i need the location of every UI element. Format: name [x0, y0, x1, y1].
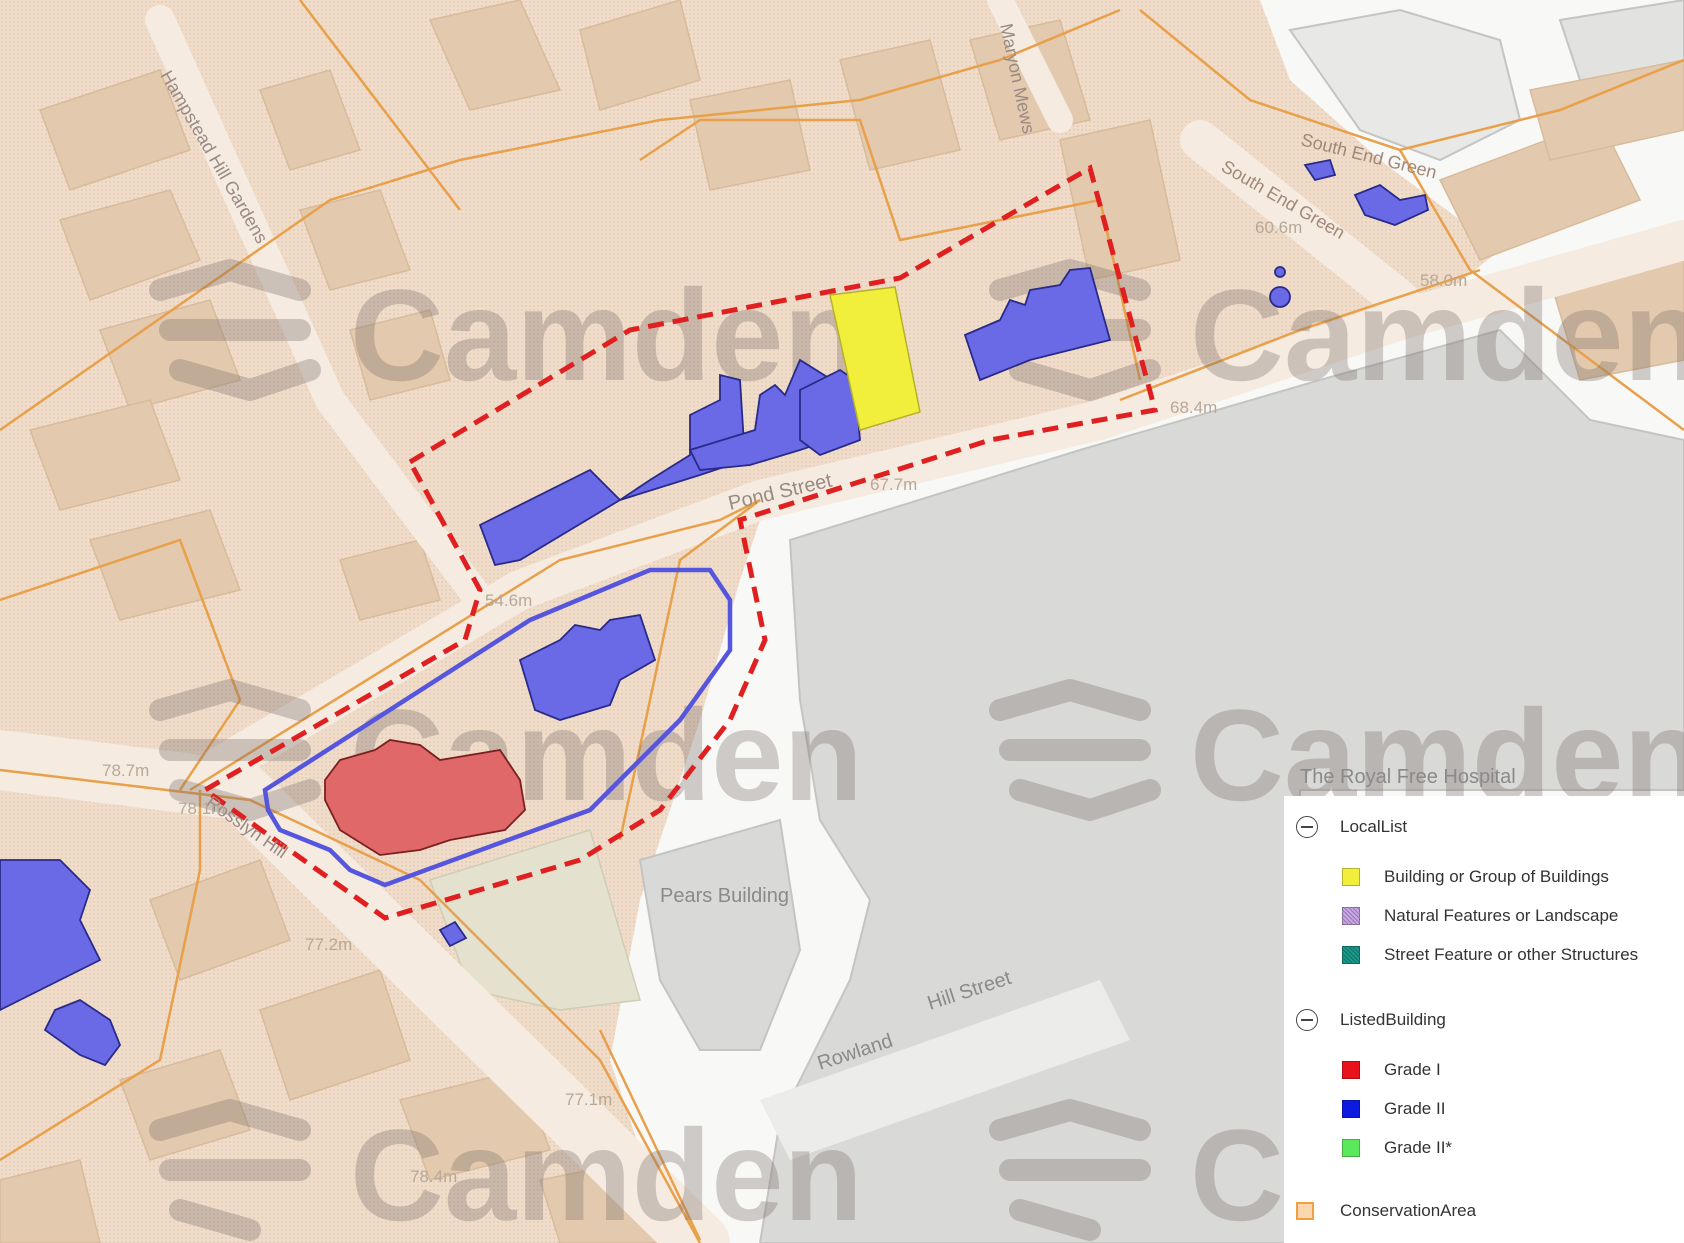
collapse-icon[interactable] — [1296, 816, 1318, 838]
legend-item-label: Building or Group of Buildings — [1384, 867, 1609, 886]
spot-heights: 54.6m 78.7m 77.2m 77.1m 78.4m 60.6m 58.0… — [102, 218, 1467, 1186]
legend-item-label: Grade I — [1384, 1060, 1441, 1079]
legend-item-conservation-area: ConservationArea — [1296, 1201, 1476, 1221]
legend-swatch — [1296, 1202, 1314, 1220]
legend-item: Building or Group of Buildings — [1342, 867, 1609, 887]
spot-height: 67.7m — [870, 475, 917, 494]
spot-height: 78.4m — [410, 1167, 457, 1186]
legend-swatch — [1342, 1139, 1360, 1157]
legend-item: Street Feature or other Structures — [1342, 945, 1638, 965]
map-legend: LocalList Building or Group of Buildings… — [1284, 796, 1684, 1243]
rowland-hill-street — [760, 980, 1130, 1160]
place-labels: The Royal Free Hospital Pears Building — [660, 766, 1516, 907]
place-label-royal-free: The Royal Free Hospital — [1300, 766, 1516, 788]
place-label-pears-building: Pears Building — [660, 885, 789, 907]
legend-group-title: LocalList — [1340, 817, 1408, 836]
listed-curtilage-boundary — [262, 567, 733, 888]
watermark-text: Camden — [350, 262, 863, 408]
legend-item-label: Natural Features or Landscape — [1384, 906, 1619, 925]
listed-buildings-grade-ii[interactable] — [0, 158, 1430, 1067]
collapse-icon[interactable] — [1296, 1009, 1318, 1031]
spot-height: 77.1m — [565, 1090, 612, 1109]
legend-item: Grade I — [1342, 1060, 1441, 1080]
legend-item: Grade II* — [1342, 1138, 1452, 1158]
legend-item: Natural Features or Landscape — [1342, 906, 1618, 926]
hospital-buildings — [638, 0, 1684, 1243]
spot-height: 54.6m — [485, 591, 532, 610]
spot-height: 78.1m — [178, 799, 225, 818]
legend-item-label: Street Feature or other Structures — [1384, 945, 1639, 964]
spot-height: 58.0m — [1420, 271, 1467, 290]
legend-swatch — [1342, 946, 1360, 964]
legend-item: Grade II — [1342, 1099, 1445, 1119]
listed-building-grade-i[interactable] — [324, 739, 526, 856]
spot-height: 78.7m — [102, 761, 149, 780]
legend-item-label: Grade II* — [1384, 1138, 1453, 1157]
spot-height: 77.2m — [305, 935, 352, 954]
legend-group-title: ListedBuilding — [1340, 1010, 1446, 1029]
legend-item-label: Grade II — [1384, 1099, 1446, 1118]
legend-swatch — [1342, 1061, 1360, 1079]
legend-swatch — [1342, 868, 1360, 886]
watermark-text: Camden — [1190, 262, 1684, 408]
spot-height: 60.6m — [1255, 218, 1302, 237]
legend-group-title: ConservationArea — [1340, 1201, 1477, 1220]
local-list-building[interactable] — [829, 286, 921, 431]
legend-swatch — [1342, 1100, 1360, 1118]
legend-swatch — [1342, 907, 1360, 925]
watermark-text: Camden — [350, 1102, 863, 1243]
spot-height: 68.4m — [1170, 398, 1217, 417]
